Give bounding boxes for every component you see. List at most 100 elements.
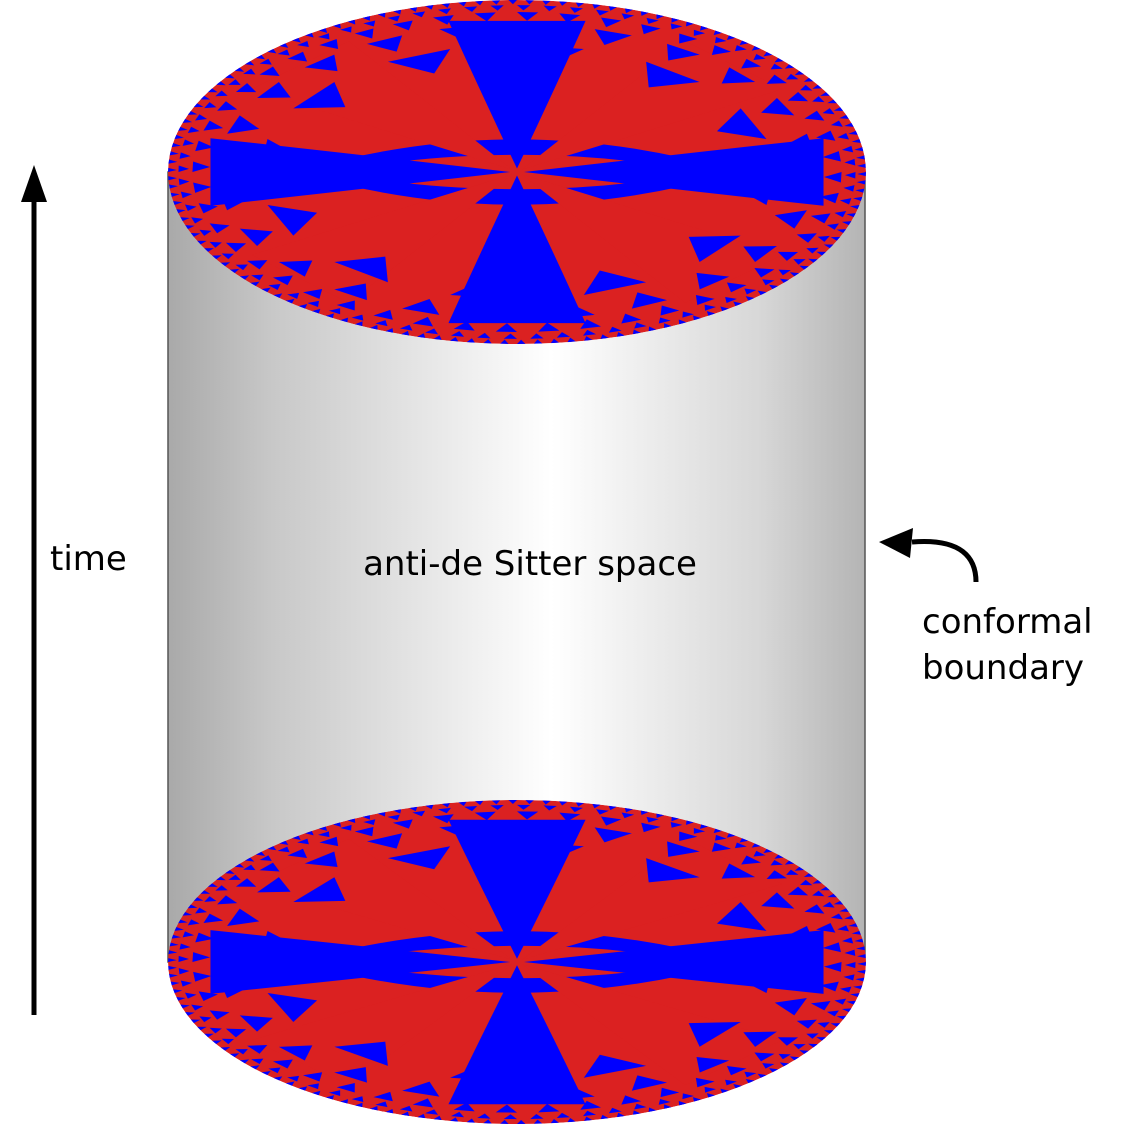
tile [176,209,186,214]
tile [225,74,235,79]
tile [741,58,762,69]
tile [660,1087,680,1098]
tile [794,866,805,871]
tile [841,1008,852,1013]
tile [234,67,245,72]
tile [425,1109,438,1115]
tile [190,1019,201,1024]
tile [616,332,625,337]
tile [822,942,841,953]
tile [307,300,319,307]
tile [556,303,595,319]
tile [474,12,496,22]
tile [362,815,370,820]
tile [743,1031,777,1047]
tile [682,1093,694,1100]
tile [812,890,825,897]
tile [375,1101,388,1108]
tile [500,1119,509,1124]
tile [178,178,190,186]
tile [251,41,513,170]
tile [530,333,544,339]
tile [336,1083,355,1093]
tile [762,279,775,286]
tile [808,258,818,263]
tile [836,229,847,233]
tile [810,213,831,224]
tile [225,242,247,252]
tile [850,993,860,997]
tile [171,143,181,148]
tile [704,304,716,311]
tile [743,245,777,263]
tile [229,268,240,274]
tile [841,145,854,153]
tile [490,804,504,810]
tile [682,311,694,318]
tile [235,83,257,93]
tile [474,811,496,821]
tile [517,44,584,67]
tile [778,1053,791,1060]
tile [193,103,204,108]
tile [803,77,814,82]
tile [855,977,865,982]
tile [412,810,426,817]
tile [816,1037,827,1041]
tile [550,338,560,344]
tile [857,954,866,959]
tile [779,278,790,283]
tile [839,114,849,119]
tile [387,814,400,821]
tile [192,161,211,172]
tile [216,876,226,881]
tile [239,275,250,280]
tile [693,828,706,834]
tile [631,1075,668,1091]
tile [267,846,277,851]
tile [251,838,513,960]
tile [739,40,749,46]
tile [250,281,260,287]
tile [696,272,730,290]
tile [810,1000,831,1011]
tile [267,48,277,54]
tile [168,965,177,970]
tile [789,1056,800,1061]
tile [437,807,451,814]
tile [843,974,855,981]
tile [503,1114,517,1120]
tile [837,925,850,932]
tile [817,235,830,242]
tile [239,228,273,246]
tile [721,863,756,879]
tile [688,1021,741,1047]
tile [517,1119,526,1124]
tile [466,338,475,343]
tile [207,88,218,93]
tile [584,336,593,341]
tile [584,1116,593,1121]
tile [820,981,839,992]
tile [192,952,211,962]
tile [770,859,783,866]
tile [219,980,251,999]
tile [318,28,328,33]
tile [806,247,819,254]
tile [199,1016,212,1023]
tile [559,801,568,806]
tile [648,1107,657,1113]
boundary-arrow [879,528,979,583]
tile [204,248,214,252]
tile [812,84,823,89]
tile [340,824,352,831]
tile [856,180,866,185]
tile [211,255,222,260]
tile [839,198,852,205]
tile [354,321,363,327]
tile [816,130,836,141]
tile [277,49,290,56]
tile [225,1028,247,1038]
tile [180,1004,190,1009]
tile [168,950,178,955]
